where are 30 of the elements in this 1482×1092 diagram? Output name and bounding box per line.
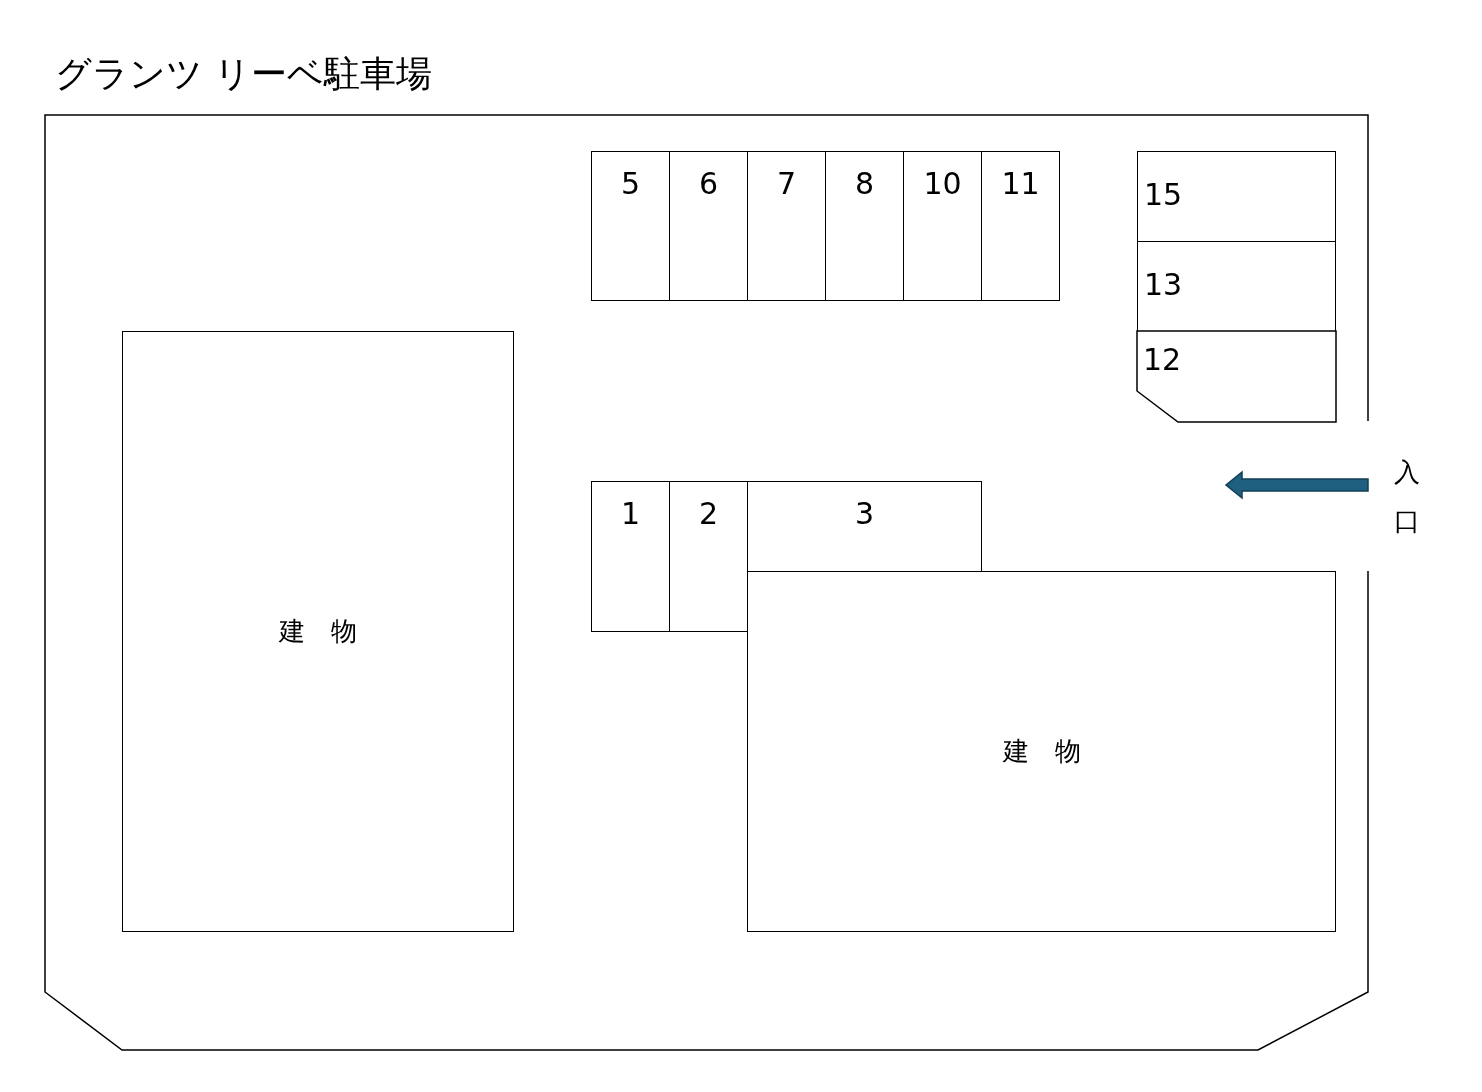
building-block <box>747 571 1336 932</box>
space-number: 2 <box>698 496 719 531</box>
space-number: 12 <box>1143 342 1182 377</box>
parking-space <box>825 151 904 301</box>
space-number: 13 <box>1144 267 1183 302</box>
space-number: 10 <box>923 166 962 201</box>
parking-space <box>903 151 982 301</box>
parking-space <box>1137 331 1336 422</box>
space-number: 3 <box>854 496 875 531</box>
space-number: 11 <box>1001 166 1040 201</box>
entrance-label: 入口 <box>1394 456 1420 539</box>
space-number: 1 <box>620 496 641 531</box>
parking-space <box>669 481 748 632</box>
building-block <box>122 331 514 932</box>
building-label: 建 物 <box>1002 735 1081 768</box>
space-number: 5 <box>620 166 641 201</box>
parking-space <box>747 481 982 572</box>
space-number: 6 <box>698 166 719 201</box>
parking-space <box>669 151 748 301</box>
parking-space <box>591 151 670 301</box>
parking-space <box>747 151 826 301</box>
parking-space <box>1137 151 1336 242</box>
parking-space <box>591 481 670 632</box>
space-number: 8 <box>854 166 875 201</box>
building-label: 建 物 <box>279 615 357 648</box>
parking-space <box>1137 241 1336 332</box>
title: グランツ リーベ駐車場 <box>55 52 433 96</box>
parking-space <box>981 151 1060 301</box>
space-number: 15 <box>1144 177 1183 212</box>
space-number: 7 <box>776 166 797 201</box>
